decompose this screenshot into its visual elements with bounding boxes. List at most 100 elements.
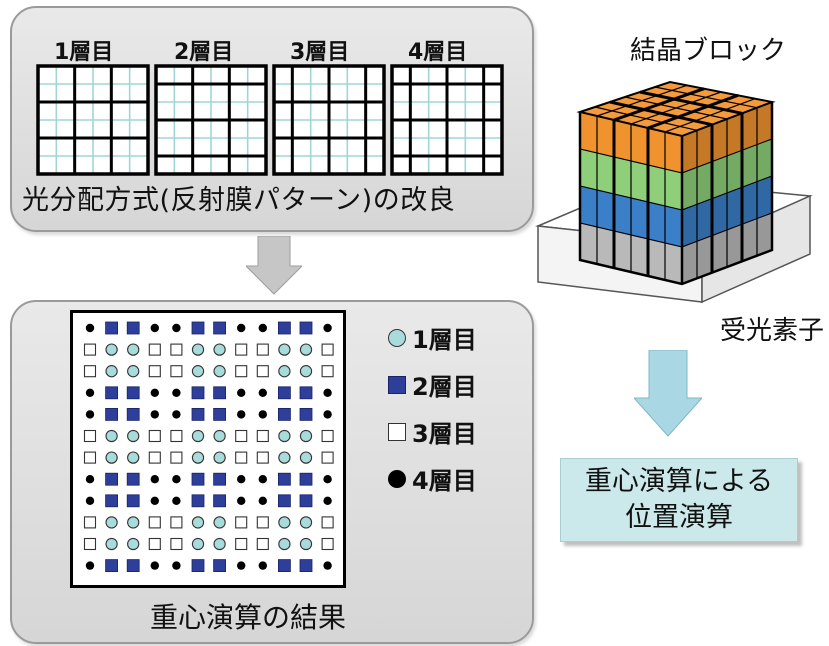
layer-1-point bbox=[105, 451, 118, 464]
layer-2-point bbox=[191, 494, 205, 508]
centroid-result-map bbox=[70, 310, 346, 588]
layer-2-point bbox=[213, 386, 227, 400]
layer-1-point bbox=[105, 516, 118, 529]
layer-1-reflector-grid bbox=[36, 64, 150, 176]
layer-2-point bbox=[105, 559, 118, 573]
layer-2-reflector-grid bbox=[154, 64, 268, 176]
layer-1-point bbox=[213, 429, 226, 443]
layer-3-point bbox=[170, 429, 183, 443]
layer-3-point bbox=[83, 451, 97, 464]
layer-4-point bbox=[258, 323, 267, 333]
layer-3-point bbox=[235, 537, 248, 551]
layer-2-point bbox=[213, 559, 227, 573]
layer-1-point bbox=[213, 516, 226, 529]
layer-3-point bbox=[321, 516, 334, 529]
layer-4-point bbox=[172, 388, 181, 397]
layer-2-point bbox=[213, 494, 227, 508]
grid-border bbox=[154, 64, 268, 176]
layer-4-point bbox=[85, 561, 95, 570]
layer-1-point bbox=[278, 451, 291, 464]
layer-2-point bbox=[299, 386, 313, 400]
layer-3-point bbox=[148, 365, 161, 378]
layer-4-point bbox=[150, 323, 159, 333]
blue-square-icon bbox=[388, 375, 406, 394]
layer-3-point bbox=[235, 365, 248, 378]
layer-4-point bbox=[85, 475, 95, 484]
legend-item-layer-1: 1層目 bbox=[388, 320, 477, 355]
layer-4-point bbox=[85, 496, 95, 505]
layer-2-point bbox=[213, 408, 227, 421]
layer-3-point bbox=[83, 343, 97, 356]
layer-1-point bbox=[299, 451, 313, 464]
layer-2-point bbox=[299, 559, 313, 573]
layer-4-point bbox=[150, 410, 159, 419]
layer-4-point bbox=[323, 496, 332, 505]
layer-3-point bbox=[170, 451, 183, 464]
layer-4-point bbox=[172, 410, 181, 419]
layer-4-point bbox=[150, 388, 159, 397]
layer-3-point bbox=[235, 343, 248, 356]
layer-2-point bbox=[126, 559, 140, 573]
down-arrow-icon bbox=[246, 236, 302, 295]
layer-1-point bbox=[127, 451, 140, 464]
layer-2-point bbox=[299, 408, 313, 421]
layer-2-point bbox=[277, 559, 291, 573]
grid-border bbox=[272, 64, 386, 176]
layer-2-point bbox=[126, 472, 140, 486]
layer-1-point bbox=[278, 365, 291, 378]
layer-1-point bbox=[191, 516, 205, 529]
layer-2-point bbox=[191, 559, 205, 573]
layer-3-point bbox=[256, 537, 269, 551]
crystal-top-grid bbox=[664, 98, 756, 133]
layer-2-point bbox=[299, 321, 313, 335]
layer-1-point bbox=[191, 451, 205, 464]
layer-1-point bbox=[105, 429, 118, 443]
layer-2-point bbox=[105, 386, 118, 400]
layer-3-point bbox=[148, 451, 161, 464]
layer-1-point bbox=[278, 537, 291, 551]
legend-label: 4層目 bbox=[412, 467, 477, 495]
layer-4-point bbox=[258, 496, 267, 505]
layer-1-point bbox=[191, 343, 205, 356]
legend-item-layer-2: 2層目 bbox=[388, 367, 477, 402]
layer-1-point bbox=[105, 343, 118, 356]
layer-1-point bbox=[127, 429, 140, 443]
layer-4-point bbox=[150, 496, 159, 505]
layer-3-point bbox=[321, 537, 334, 551]
layer-4-point bbox=[172, 475, 181, 484]
layer-2-point bbox=[191, 321, 205, 335]
layer-4-point bbox=[150, 475, 159, 484]
layer-2-point bbox=[299, 494, 313, 508]
layer-3-point bbox=[83, 429, 97, 443]
layer-3-point bbox=[170, 343, 183, 356]
layer-3-point bbox=[83, 537, 97, 551]
layer-3-point bbox=[148, 516, 161, 529]
crystal-block-label: 結晶ブロック bbox=[630, 36, 787, 66]
layer-2-point bbox=[277, 408, 291, 421]
white-square-icon bbox=[388, 422, 406, 441]
layer-1-point bbox=[127, 343, 140, 356]
layer-3-point bbox=[170, 537, 183, 551]
layer-3-point bbox=[148, 429, 161, 443]
layer-3-reflector-grid bbox=[272, 64, 386, 176]
layer-4-point bbox=[85, 410, 95, 419]
layer-4-point bbox=[172, 323, 181, 333]
layer-1-point bbox=[213, 365, 226, 378]
grid-border bbox=[390, 64, 504, 176]
black-circle-icon bbox=[388, 469, 406, 488]
layer-3-point bbox=[256, 429, 269, 443]
layer-3-point bbox=[148, 343, 161, 356]
layer-1-point bbox=[213, 537, 226, 551]
layer-2-point bbox=[213, 472, 227, 486]
improvement-caption: 光分配方式(反射膜パターン)の改良 bbox=[22, 185, 456, 216]
layer-4-label: 4層目 bbox=[408, 40, 468, 65]
layer-4-reflector-grid bbox=[390, 64, 504, 176]
layer-2-point bbox=[277, 386, 291, 400]
legend-label: 2層目 bbox=[412, 373, 477, 401]
layer-2-point bbox=[105, 494, 118, 508]
layer-1-point bbox=[105, 537, 118, 551]
layer-3-point bbox=[321, 365, 334, 378]
layer-4-point bbox=[237, 475, 246, 484]
layer-4-point bbox=[85, 323, 95, 333]
layer-2-point bbox=[277, 494, 291, 508]
